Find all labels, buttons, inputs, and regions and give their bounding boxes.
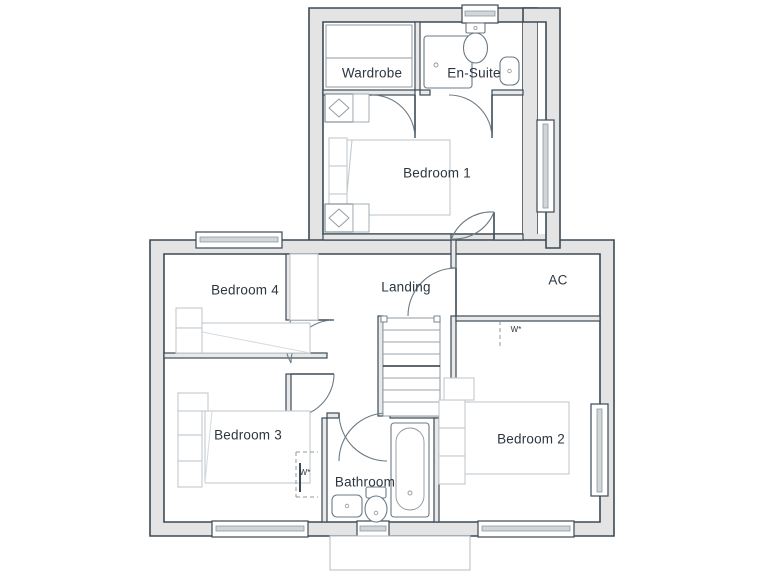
partition-stairwell-west — [377, 315, 384, 417]
door-ac — [407, 267, 457, 317]
label-bedroom1: Bedroom 1 — [403, 166, 471, 181]
label-bathroom: Bathroom — [335, 475, 395, 490]
wardrobe-dashed-markers — [295, 321, 501, 498]
partition-bedroom3-east — [321, 417, 328, 523]
partition-ensuite-south-a — [419, 89, 431, 96]
windows — [195, 4, 609, 538]
window-bathroom-bottom — [356, 520, 390, 538]
window-bedroom1-right — [536, 119, 555, 213]
fixture-basin-bathroom — [331, 494, 363, 518]
wardrobe-interior — [325, 24, 413, 88]
partition-bathroom-north — [326, 412, 340, 419]
door-ensuite — [448, 94, 493, 139]
fixture-wc-bathroom — [364, 486, 388, 523]
partition-bedroom1-south-b — [493, 233, 524, 241]
fixture-wc-ensuite — [462, 22, 489, 64]
label-wardrobe: Wardrobe — [342, 66, 402, 81]
label-bedroom3: Bedroom 3 — [214, 428, 282, 443]
bedside-table-top — [324, 93, 370, 123]
window-bedroom4-top — [195, 231, 283, 249]
room-labels: Wardrobe En-Suite Bedroom 1 Bedroom 4 La… — [211, 66, 567, 490]
bed-bedroom3 — [177, 392, 311, 488]
door-wardrobe — [371, 94, 416, 139]
window-bedroom3-bottom — [211, 520, 309, 538]
fixture-bath-bathroom — [390, 422, 430, 518]
porch-canopy — [329, 535, 471, 571]
annotations: W* W* — [300, 325, 522, 477]
fixture-basin-ensuite — [499, 56, 520, 86]
bedside-table-bottom — [324, 203, 370, 233]
window-bedroom2-right — [590, 403, 609, 497]
staircase — [380, 315, 441, 417]
label-ac: AC — [548, 273, 567, 288]
bed-bedroom4 — [175, 253, 319, 354]
door-bedroom1 — [450, 211, 495, 241]
label-ensuite: En-Suite — [447, 66, 500, 81]
partition-landing-east-a — [450, 239, 457, 269]
bed-bedroom2 — [438, 377, 570, 485]
partition-bedroom4-bedroom3 — [163, 352, 328, 359]
bed-bedroom1 — [324, 93, 451, 233]
partition-wardrobe-ensuite — [414, 21, 421, 91]
partition-bathroom-east — [433, 417, 440, 523]
annotation-wardrobe-bedroom3: W* — [300, 468, 311, 477]
label-landing: Landing — [381, 280, 430, 295]
partition-ensuite-south-b — [491, 89, 524, 96]
furniture — [175, 93, 570, 488]
door-bathroom — [338, 412, 388, 462]
partition-ac-south — [455, 315, 601, 322]
sanitary-fixtures — [331, 22, 520, 523]
annotation-wardrobe-ac: W* — [511, 325, 522, 334]
window-bedroom2-bottom — [477, 520, 575, 538]
partition-bedroom1-south-a — [322, 233, 452, 241]
label-bedroom4: Bedroom 4 — [211, 283, 279, 298]
window-ensuite-top — [461, 4, 499, 24]
label-bedroom2: Bedroom 2 — [497, 432, 565, 447]
